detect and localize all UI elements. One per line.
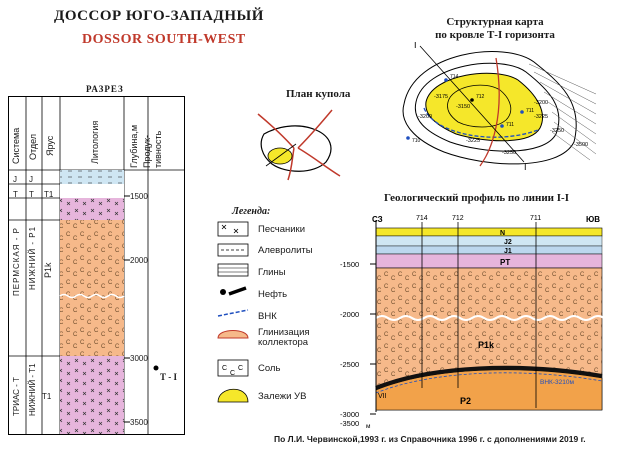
row-system-t: T (13, 190, 18, 199)
sandstone-icon (217, 221, 249, 237)
profile-depth-unit: м (366, 423, 371, 430)
structural-map-title-line2: по кровле Т-I горизонта (435, 29, 555, 41)
layer-label-pt: PT (500, 258, 510, 267)
contour-label-3500: -3500 (574, 142, 588, 148)
layer-label-j2: J2 (504, 239, 512, 246)
map-well-711-east: 711 (526, 108, 534, 114)
col-header-stage: Ярус (45, 135, 55, 156)
col-header-system: Система (11, 127, 21, 164)
row-system-triassic: ТРИАС - Т (12, 377, 21, 416)
contour-label-3200-east: -3200 (534, 100, 548, 106)
row-series-lower-p1: НИЖНИЙ - P1 (28, 225, 37, 290)
depth-tick-2000: 2000 (130, 256, 148, 265)
oil-icon (220, 286, 247, 296)
legend-label-sandstone: Песчаники (258, 224, 306, 235)
owc-icon (217, 309, 249, 317)
depth-tick-3000: 3000 (130, 354, 148, 363)
profile-well-714: 714 (416, 215, 428, 222)
section-mark-end: I (524, 162, 527, 172)
profile-well-712: 712 (452, 215, 464, 222)
map-well-711: 711 (506, 122, 514, 128)
section-mark-start: I (414, 42, 417, 50)
profile-title: Геологический профиль по линии I-I (384, 192, 569, 204)
col-header-series: Отдел (28, 133, 38, 160)
legend-title: Легенда: (232, 206, 271, 217)
layer-label-n: N (500, 230, 505, 237)
section-title: РАЗРЕЗ (86, 84, 124, 94)
contour-label-3200: -3200 (418, 114, 432, 120)
siltstone-icon (217, 243, 249, 257)
legend-label-salt: Соль (258, 363, 281, 374)
svg-text:C: C (222, 365, 227, 372)
salt-icon: C C C (217, 359, 249, 377)
dome-plan-title: План купола (286, 88, 351, 100)
legend-label-clay-reservoir-2: коллектора (258, 337, 309, 348)
clay-reservoir-icon (217, 330, 249, 339)
legend-label-oil: Нефть (258, 289, 288, 300)
layer-label-p2: P2 (460, 396, 471, 406)
stratigraphic-column (8, 96, 185, 435)
profile-direction-se: ЮВ (586, 215, 600, 224)
layer-label-j1: J1 (504, 248, 512, 255)
legend-label-clay-reservoir: Глинизация коллектора (258, 328, 310, 348)
structural-map-title: Структурная карта по кровле Т-I горизонт… (380, 16, 610, 42)
contour-label-3225-east: -3225 (534, 114, 548, 120)
profile-direction-nw: СЗ (372, 215, 383, 224)
profile-depth-1500: -1500 (340, 260, 359, 269)
row-series-t: T (29, 190, 34, 199)
row-system-j: J (13, 175, 17, 184)
row-stage-t1: T1 (44, 190, 54, 199)
map-well-712: 712 (476, 94, 485, 100)
legend-label-hydrocarbon: Залежи УВ (258, 391, 307, 402)
contour-label-3250: -3250 (502, 150, 516, 156)
hydrocarbon-icon (217, 388, 249, 403)
profile-depth-3000: -3000 (340, 410, 359, 419)
legend-label-clay-reservoir-1: Глинизация (258, 327, 310, 338)
col-header-productivity-2: тивность (153, 130, 163, 168)
geological-profile: СЗ ЮВ 714 712 711 -1500 -2000 -2500 -300… (340, 215, 605, 430)
owc-depth-label: ВНК-3210м (540, 379, 574, 386)
col-header-depth: Глубина,м (129, 124, 139, 168)
contour-label-3225: -3225 (466, 138, 480, 144)
dome-plan (257, 109, 341, 181)
source-credit: По Л.И. Червинской,1993 г. из Справочник… (274, 434, 586, 444)
contour-label-3150: -3150 (456, 104, 470, 110)
profile-depth-2000: -2000 (340, 310, 359, 319)
row-stage-p1k: P1k (43, 262, 53, 278)
row-series-j: J (29, 175, 33, 184)
legend-label-owc: ВНК (258, 311, 277, 322)
svg-text:C: C (238, 365, 243, 372)
clay-icon (217, 263, 249, 277)
structural-map-title-line1: Структурная карта (446, 16, 544, 28)
title-en: DOSSOR SOUTH-WEST (82, 32, 246, 47)
legend-label-siltstone: Алевролиты (258, 245, 313, 256)
structural-map: I I -3175 -3150 -3200 -3225 -3250 -3500 … (402, 42, 597, 172)
horizon-label-vii: VII (378, 393, 387, 400)
row-stage-t1-lower: T1 (42, 392, 52, 401)
depth-tick-3500: 3500 (130, 418, 148, 427)
title-ru: ДОССОР ЮГО-ЗАПАДНЫЙ (54, 8, 264, 24)
legend-icons: C C C (217, 221, 249, 403)
profile-depth-2500: -2500 (340, 360, 359, 369)
row-system-permian: ПЕРМСКАЯ - P (12, 227, 21, 296)
map-well-714: 714 (450, 74, 459, 80)
profile-depth-3500: -3500 (340, 419, 359, 428)
depth-tick-1500: 1500 (130, 192, 148, 201)
profile-well-711: 711 (530, 215, 541, 222)
contour-label-3250-east: -3250 (550, 128, 564, 134)
row-series-lower-t1: НИЖНИЙ - Т1 (28, 363, 37, 416)
col-header-productivity-1: Продук- (142, 135, 152, 168)
layer-label-p1k: P1k (478, 340, 495, 350)
col-header-lithology: Литология (90, 120, 100, 164)
legend-label-clay: Глины (258, 267, 286, 278)
svg-text:C: C (230, 370, 235, 377)
productive-horizon-label: Т - I (160, 372, 178, 382)
map-well-710: 710 (412, 138, 421, 144)
contour-label-3175: -3175 (434, 94, 448, 100)
